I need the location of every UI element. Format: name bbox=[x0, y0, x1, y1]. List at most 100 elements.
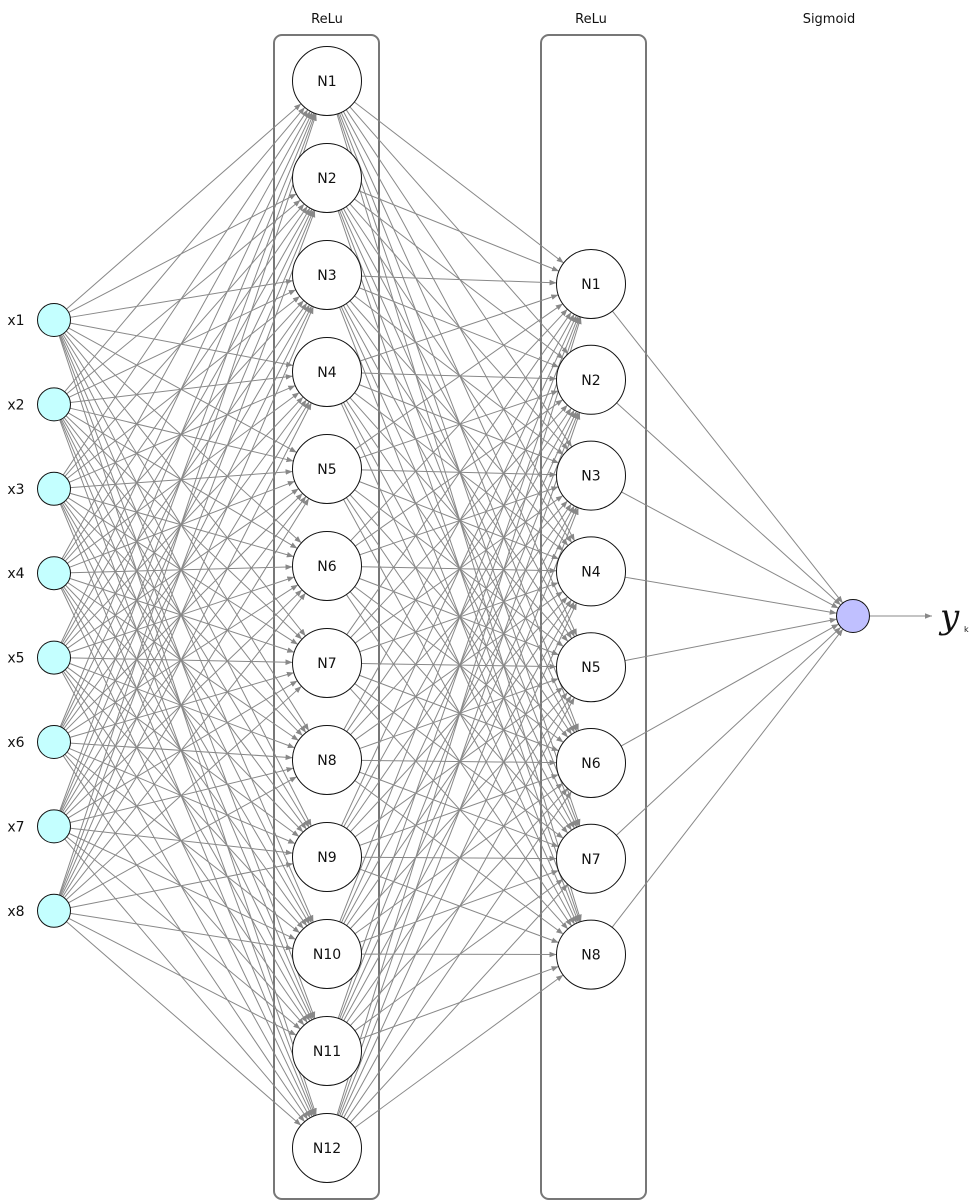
edge-hidden1-to-hidden2 bbox=[349, 397, 569, 642]
edge-input-to-hidden1 bbox=[65, 415, 303, 640]
edge-input-to-hidden1 bbox=[59, 209, 315, 812]
edge-input-to-hidden1 bbox=[66, 921, 302, 1126]
edge-hidden1-to-hidden2 bbox=[354, 489, 564, 647]
edge-hidden1-to-hidden2 bbox=[349, 494, 569, 738]
edge-input-to-hidden1 bbox=[61, 502, 310, 925]
edge-hidden1-to-hidden2 bbox=[354, 101, 564, 264]
edge-input-to-hidden1 bbox=[63, 417, 307, 733]
hidden1-neuron bbox=[292, 822, 362, 892]
edge-input-to-hidden1 bbox=[62, 755, 309, 1120]
edge-hidden1-to-hidden2 bbox=[350, 308, 568, 542]
hidden1-neuron-label: N11 bbox=[313, 1044, 341, 1060]
hidden1-neuron-label: N9 bbox=[317, 850, 336, 866]
hidden1-neuron-label: N5 bbox=[317, 462, 336, 478]
hidden2-neuron bbox=[556, 440, 626, 511]
hidden2-neuron-label: N6 bbox=[581, 756, 600, 772]
edge-hidden1-to-hidden2 bbox=[349, 106, 569, 355]
edge-input-to-hidden1 bbox=[65, 500, 303, 737]
edge-input-to-hidden1 bbox=[68, 289, 297, 398]
input-label: x8 bbox=[7, 904, 24, 920]
edge-input-to-hidden1 bbox=[68, 776, 298, 904]
edge-hidden2-to-output bbox=[611, 310, 844, 604]
edge-input-to-hidden1 bbox=[64, 107, 306, 393]
hidden1-neuron bbox=[292, 919, 362, 989]
edge-input-to-hidden1 bbox=[61, 671, 311, 1119]
edge-input-to-hidden1 bbox=[61, 334, 312, 827]
edge-input-to-hidden1 bbox=[63, 501, 307, 830]
edge-input-to-hidden1 bbox=[64, 754, 305, 1026]
hidden1-neuron-label: N12 bbox=[313, 1141, 341, 1157]
hidden1-neuron bbox=[292, 337, 362, 407]
input-label: x4 bbox=[7, 566, 24, 582]
edge-hidden1-to-hidden2 bbox=[339, 507, 579, 1117]
edge-input-to-hidden1 bbox=[66, 295, 301, 480]
edge-input-to-hidden1 bbox=[60, 305, 313, 812]
hidden2-neuron-label: N4 bbox=[581, 564, 600, 580]
edge-hidden1-to-hidden2 bbox=[359, 577, 559, 656]
edge-input-to-hidden1 bbox=[66, 836, 301, 1030]
input-node bbox=[37, 725, 71, 759]
hidden1-neuron-label: N8 bbox=[317, 753, 336, 769]
edge-input-to-hidden1 bbox=[59, 335, 316, 1019]
hidden1-neuron-label: N3 bbox=[317, 268, 336, 284]
hidden1-neuron-label: N2 bbox=[317, 171, 336, 187]
hidden1-neuron bbox=[292, 46, 362, 116]
edge-hidden2-to-output bbox=[620, 623, 839, 747]
edge-hidden1-to-hidden2 bbox=[343, 313, 575, 731]
edge-input-to-hidden1 bbox=[67, 412, 298, 549]
layer-title-hidden2: ReLu bbox=[575, 12, 607, 27]
output-label: y bbox=[938, 597, 960, 637]
edge-input-to-hidden1 bbox=[68, 832, 296, 940]
input-label: x1 bbox=[7, 313, 24, 329]
input-node bbox=[37, 809, 71, 844]
edge-input-to-hidden1 bbox=[70, 862, 294, 909]
hidden1-neuron bbox=[292, 240, 362, 310]
input-node bbox=[37, 640, 71, 675]
edge-hidden1-to-hidden2 bbox=[337, 412, 581, 1116]
edge-input-to-hidden1 bbox=[60, 208, 313, 728]
edge-input-to-hidden1 bbox=[61, 402, 312, 897]
hidden2-neuron-label: N1 bbox=[581, 277, 600, 293]
hidden2-neuron bbox=[556, 344, 626, 415]
input-node bbox=[37, 471, 71, 506]
layer-box-hidden2 bbox=[540, 34, 647, 1200]
edge-input-to-hidden1 bbox=[66, 751, 301, 934]
edge-hidden2-to-output bbox=[624, 617, 837, 662]
input-node bbox=[37, 387, 71, 422]
edge-input-to-hidden1 bbox=[64, 300, 305, 562]
edge-hidden1-to-hidden2 bbox=[340, 315, 578, 826]
edge-input-to-hidden1 bbox=[63, 332, 306, 637]
edge-input-to-hidden1 bbox=[64, 669, 304, 929]
hidden1-neuron bbox=[292, 628, 362, 698]
edge-input-to-hidden1 bbox=[66, 392, 300, 564]
hidden1-neuron-label: N4 bbox=[317, 365, 336, 381]
edge-input-to-hidden1 bbox=[69, 492, 294, 558]
edge-input-to-hidden1 bbox=[65, 589, 303, 816]
edge-input-to-hidden1 bbox=[67, 488, 299, 649]
edge-input-to-hidden1 bbox=[69, 747, 296, 845]
hidden1-neuron bbox=[292, 1113, 362, 1183]
edge-hidden2-to-output bbox=[616, 402, 842, 606]
edge-input-to-hidden1 bbox=[62, 498, 310, 898]
edge-hidden1-to-hidden2 bbox=[349, 300, 569, 546]
edge-hidden1-to-hidden2 bbox=[354, 780, 564, 935]
input-node bbox=[37, 303, 71, 337]
edge-hidden2-to-output bbox=[615, 626, 842, 836]
edge-input-to-hidden1 bbox=[65, 330, 302, 544]
edge-input-to-hidden1 bbox=[68, 193, 297, 313]
edge-input-to-hidden1 bbox=[61, 207, 311, 644]
edge-input-to-hidden1 bbox=[58, 335, 317, 1116]
edge-input-to-hidden1 bbox=[59, 113, 316, 812]
edge-input-to-hidden1 bbox=[65, 584, 304, 833]
edge-input-to-hidden1 bbox=[60, 111, 313, 643]
edge-hidden1-to-hidden2 bbox=[349, 591, 569, 834]
hidden2-neuron bbox=[556, 632, 626, 703]
edge-hidden2-to-output bbox=[624, 576, 837, 615]
edge-input-to-hidden1 bbox=[66, 199, 301, 395]
edge-input-to-hidden1 bbox=[67, 584, 299, 734]
layer-title-output: Sigmoid bbox=[803, 12, 856, 27]
hidden1-neuron-label: N6 bbox=[317, 559, 336, 575]
edge-hidden1-to-hidden2 bbox=[359, 771, 559, 848]
input-label: x7 bbox=[7, 819, 24, 835]
edge-input-to-hidden1 bbox=[62, 418, 310, 828]
